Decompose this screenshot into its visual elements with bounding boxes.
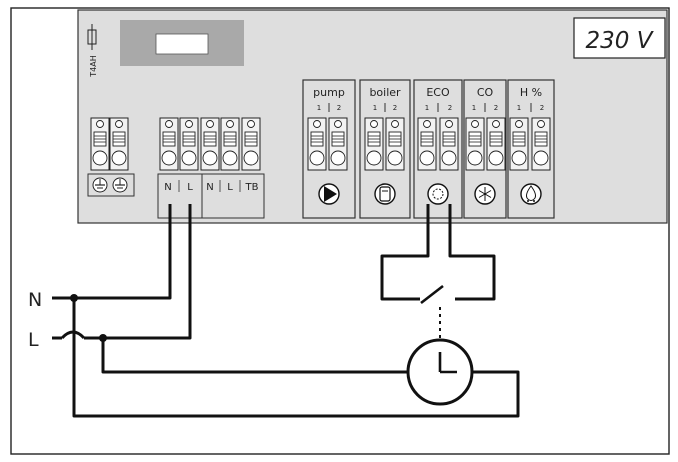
pin-boiler-1: 1 [373,104,377,112]
fuse-icon [87,24,97,50]
group-eco [413,79,463,219]
display-window [155,33,209,55]
eco-icon [427,183,449,205]
timer-clock-icon [406,338,474,406]
label-h: H % [520,86,542,99]
snowflake-icon [474,183,496,205]
label-pump: pump [313,86,345,99]
pin-pump-1: 1 [317,104,321,112]
pin-h-1: 1 [517,104,521,112]
label-eco: ECO [426,86,450,99]
group-pump [302,79,356,219]
wiring [52,204,520,418]
terminal-n: N [164,182,171,193]
terminal-n2: N [206,182,213,193]
junction-n [70,294,78,302]
terminal-l: L [187,182,193,193]
pump-icon [318,183,340,205]
output-terminals [307,117,551,171]
wire-l-clock [101,338,407,374]
group-co [463,79,507,219]
pin-h-2: 2 [540,104,544,112]
boiler-icon [374,183,396,205]
supply-l-label: L [28,329,39,351]
wire-n-clock [72,298,520,418]
group-h [507,79,555,219]
earth-terminals [90,117,129,171]
earth-label-bar [87,173,135,197]
fuse-label: T4AH [89,55,98,77]
switch-contact [420,284,444,305]
wire-l [52,204,192,340]
junction-l [99,334,107,342]
label-co: CO [477,86,494,99]
pin-co-2: 2 [494,104,498,112]
voltage-box [573,17,666,59]
pin-numbers: 1 2 1 2 1 2 1 2 1 2 [317,104,544,112]
label-boiler: boiler [369,86,401,99]
pin-separators [328,103,532,112]
pin-pump-2: 2 [337,104,341,112]
earth-icon [92,177,108,193]
wire-eco-2 [448,204,496,301]
terminal-tb: TB [245,182,259,193]
wire-eco-1 [380,204,430,301]
pin-boiler-2: 2 [393,104,397,112]
power-terminals [159,117,261,171]
humidity-icon [520,183,542,205]
pin-co-1: 1 [472,104,476,112]
pin-eco-2: 2 [448,104,452,112]
terminal-l2: L [227,182,233,193]
group-boiler [359,79,411,219]
voltage-label: 230 V [586,28,655,54]
terminal-label-bar [157,173,265,219]
supply-n-label: N [28,289,42,311]
earth-icon [112,177,128,193]
pin-eco-1: 1 [425,104,429,112]
wire-n [52,204,172,300]
